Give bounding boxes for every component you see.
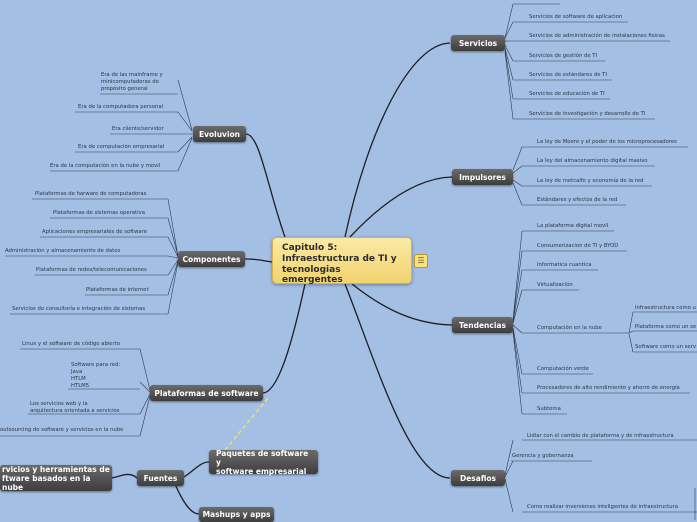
impulsores-item-3[interactable]: La ley de metcalfe y economía de la red bbox=[537, 178, 644, 184]
connector-fuentes-paquetes bbox=[183, 461, 210, 478]
topic-plataformas-de-software[interactable]: Plataformas de software bbox=[150, 385, 263, 401]
plataformas-item-3-line-2: arquitectura orientada a servicios bbox=[30, 408, 120, 414]
plataformas-item-3[interactable]: Los servicios web y la arquitectura orie… bbox=[30, 401, 140, 415]
plataformas-item-2-line-2: Java bbox=[71, 369, 83, 375]
tendencias-item-3[interactable]: Informatica cuantica bbox=[537, 262, 592, 268]
connector-fuentes-servicios-nube bbox=[109, 473, 138, 479]
evolucion-item-1-line-1: Era de las mainframe y bbox=[101, 72, 163, 78]
componentes-item-2[interactable]: Plataformas de sistemas operativa bbox=[53, 210, 145, 216]
evolucion-item-2[interactable]: Era de la computadora personal bbox=[78, 104, 164, 110]
tendencias-item-4[interactable]: Virtualización bbox=[537, 282, 573, 288]
connector-servicios bbox=[344, 42, 451, 238]
evolucion-item-3[interactable]: Era cliente/servidor bbox=[112, 126, 164, 132]
connector-plataformas bbox=[262, 283, 306, 394]
evolucion-item-5[interactable]: Era de la computación en la nube y movil bbox=[50, 163, 161, 169]
topic-desafios[interactable]: Desafios bbox=[451, 470, 505, 486]
connector-tendencias bbox=[351, 283, 453, 326]
tendencias-item-7[interactable]: Procesadores de alto rendimiento y ahorr… bbox=[537, 385, 680, 391]
nube-item-1[interactable]: Infraestructura como u bbox=[635, 305, 696, 311]
tendencias-item-5[interactable]: Computación en la nube bbox=[537, 325, 602, 331]
tendencias-item-1[interactable]: La plataforma digital movil bbox=[537, 223, 609, 229]
plataformas-item-4[interactable]: outsourcing de software y servicios en l… bbox=[0, 427, 124, 433]
servicios-nube-line-2: ftware basados en la nube bbox=[2, 473, 91, 492]
servicios-item-1[interactable]: Servicios de software de aplicacion bbox=[529, 14, 623, 20]
notes-icon[interactable]: ☰ bbox=[414, 254, 428, 268]
componentes-item-7[interactable]: Servicios de consultoría e integración d… bbox=[12, 306, 146, 312]
central-topic-line-1: Capitulo 5: bbox=[282, 243, 338, 253]
topic-mashups-y-apps[interactable]: Mashups y apps bbox=[199, 507, 274, 522]
tendencias-item-2[interactable]: Consumerizacion de TI y BYOD bbox=[537, 243, 619, 249]
plataformas-item-1[interactable]: Linux y el software de código abierto bbox=[22, 341, 121, 347]
servicios-item-5[interactable]: Servicios de educación de TI bbox=[529, 91, 605, 97]
componentes-item-5[interactable]: Plataformas de redes/telecomunicaciones bbox=[36, 267, 147, 273]
desafios-item-1[interactable]: Lidiar con el cambio de plataforma y de … bbox=[527, 433, 674, 439]
evolucion-item-4[interactable]: Era de computación empresarial bbox=[78, 144, 165, 150]
connector-componentes bbox=[244, 258, 273, 263]
tendencias-item-8[interactable]: Subtema bbox=[537, 406, 561, 412]
paquetes-line-1: Paquetes de software y bbox=[216, 448, 309, 467]
desafios-item-3[interactable]: Como realizar inversiones inteligentes d… bbox=[527, 504, 679, 510]
tendencias-item-6[interactable]: Computación verde bbox=[537, 366, 589, 372]
plataformas-item-3-line-1: Los servicios web y la bbox=[30, 401, 88, 407]
central-topic-line-2: Infraestructura de TI y bbox=[282, 253, 397, 264]
impulsores-item-1[interactable]: La ley de Moore y el poder de los microp… bbox=[537, 139, 677, 145]
topic-fuentes[interactable]: Fuentes bbox=[137, 470, 184, 486]
plataformas-item-2[interactable]: Software para red: Java HTLM HTLM5 bbox=[71, 362, 131, 390]
componentes-item-1[interactable]: Plataformas de harware de computadoras bbox=[35, 191, 147, 197]
servicios-nube-line-1: rvicios y herramientas de bbox=[2, 464, 110, 474]
relationship-dashed bbox=[224, 397, 269, 451]
servicios-item-3[interactable]: Servicios de gestión de TI bbox=[529, 53, 598, 59]
central-topic[interactable]: Capitulo 5: Infraestructura de TI y tecn… bbox=[272, 237, 412, 286]
servicios-item-4[interactable]: Servicios de estándares de TI bbox=[529, 72, 607, 78]
servicios-item-6[interactable]: Servicios de investigación y desarrollo … bbox=[529, 111, 646, 117]
topic-tendencias[interactable]: Tendencias bbox=[452, 317, 513, 333]
componentes-item-6[interactable]: Plataformas de internet bbox=[86, 287, 149, 293]
connector-desafios bbox=[344, 283, 451, 479]
componentes-item-4[interactable]: Administración y almacenamiento de datos bbox=[5, 248, 121, 254]
impulsores-item-2[interactable]: La ley del almacenamiento digital masivo bbox=[537, 158, 648, 164]
paquetes-line-2: software empresarial bbox=[216, 466, 307, 476]
desafios-item-2[interactable]: Gerencia y gobernanza bbox=[512, 453, 574, 459]
topic-servicios[interactable]: Servicios bbox=[451, 35, 505, 51]
impulsores-item-4[interactable]: Estándares y efectos de la red bbox=[537, 197, 618, 203]
topic-componentes[interactable]: Componentes bbox=[178, 251, 245, 267]
evolucion-item-1-line-3: propósito general bbox=[101, 86, 148, 92]
evolucion-item-1-line-2: minicomputadoras de bbox=[101, 79, 159, 85]
connector-impulsores bbox=[349, 176, 453, 238]
nube-item-2[interactable]: Plataforma como un se bbox=[635, 324, 697, 330]
central-topic-line-3: tecnologias emergentes bbox=[282, 264, 343, 286]
plataformas-item-2-line-4: HTLM5 bbox=[71, 383, 90, 389]
topic-evolucion[interactable]: Evoluvion bbox=[193, 126, 246, 142]
connector-evolucion bbox=[245, 133, 286, 238]
servicios-item-2[interactable]: Servicios de administración de instalaci… bbox=[529, 33, 665, 39]
topic-impulsores[interactable]: Impulsores bbox=[452, 169, 513, 185]
evolucion-item-1[interactable]: Era de las mainframe y minicomputadoras … bbox=[101, 72, 177, 93]
componentes-item-3[interactable]: Aplicaciones empresariales de software bbox=[42, 229, 147, 235]
nube-item-3[interactable]: Software como un serv bbox=[635, 344, 696, 350]
plataformas-item-2-line-3: HTLM bbox=[71, 376, 86, 382]
plataformas-item-2-line-1: Software para red: bbox=[71, 362, 121, 368]
connector-fuentes-mashups bbox=[174, 483, 200, 515]
